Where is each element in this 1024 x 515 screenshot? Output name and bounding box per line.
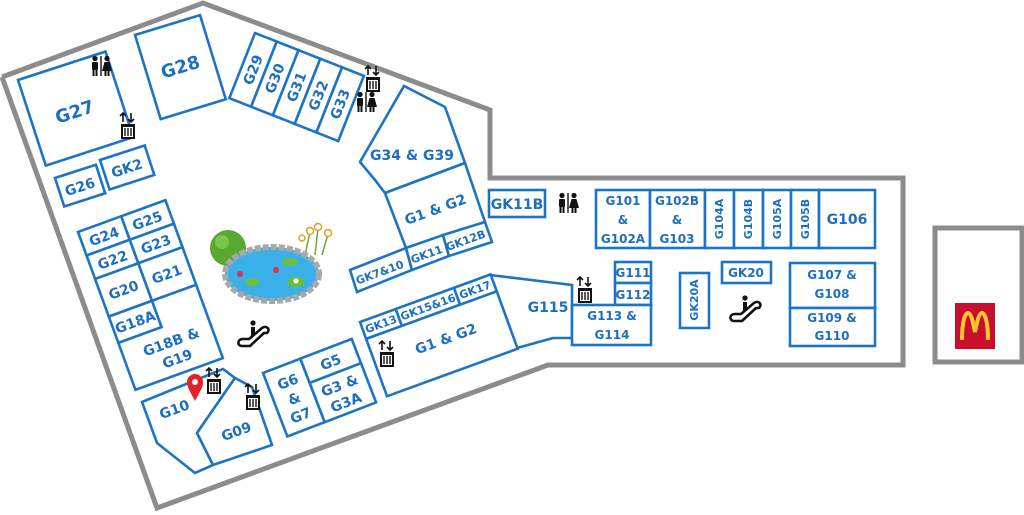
svg-text:G102A: G102A — [601, 232, 646, 246]
svg-text:G110: G110 — [815, 329, 850, 343]
svg-text:&: & — [618, 213, 628, 227]
escalator-icon — [237, 319, 270, 348]
shop-G21[interactable]: G21 — [136, 245, 198, 303]
shop-G28[interactable]: G28 — [133, 13, 228, 121]
shop-G27[interactable]: G27 — [16, 49, 135, 168]
mcdonalds-logo[interactable] — [955, 303, 995, 349]
shop-G102B-G103[interactable]: G102B & G103 — [648, 188, 707, 250]
svg-text:G105B: G105B — [799, 199, 812, 239]
restroom-icon — [357, 91, 377, 112]
shop-G29[interactable]: G29 — [227, 31, 279, 109]
shop-GK11B[interactable]: GK11B — [487, 188, 547, 219]
mcdonalds-outlet-wall — [932, 225, 1024, 365]
restroom-icon — [559, 192, 579, 213]
mall-outer-wall — [0, 0, 906, 512]
svg-text:G5: G5 — [318, 352, 344, 375]
svg-text:G7: G7 — [288, 405, 314, 428]
shop-G10[interactable]: G10 — [140, 367, 237, 475]
shop-GK12B[interactable]: GK12B — [441, 220, 494, 258]
shop-G101-G102A[interactable]: G101 & G102A — [594, 188, 652, 250]
svg-text:GK20: GK20 — [728, 266, 764, 280]
shop-GK7-10[interactable]: GK7&10 — [348, 246, 414, 294]
shop-G34-G39[interactable]: G34 & G39 — [358, 84, 467, 195]
shop-block-south: G6 & G7 G5 G3 & G3A — [261, 337, 378, 439]
svg-text:G115: G115 — [528, 300, 569, 316]
shop-block-southeast: GK13 GK15&16 GK17 G1 & G2 — [358, 272, 520, 398]
shop-G107-G108[interactable]: G107 & G108 — [788, 261, 877, 310]
svg-text:G109 &: G109 & — [807, 311, 857, 325]
flowers-icon — [298, 222, 333, 256]
svg-text:G114: G114 — [595, 328, 630, 342]
shop-strip-G29-G33: G29 G30 G31 G32 G33 — [227, 31, 366, 143]
svg-text:G103: G103 — [660, 232, 695, 246]
shop-G1-G2-north[interactable]: G1 & G2 — [383, 161, 487, 250]
shop-G3-G3A[interactable]: G3 & G3A — [307, 361, 378, 424]
shop-GK20[interactable]: GK20 — [720, 260, 773, 285]
svg-text:G113 &: G113 & — [587, 309, 637, 323]
svg-text:&: & — [672, 213, 682, 227]
shop-G109-G110[interactable]: G109 & G110 — [788, 306, 877, 348]
location-pin-icon — [187, 374, 203, 401]
shop-G113-G114[interactable]: G113 & G114 — [570, 303, 653, 347]
svg-text:G107 &: G107 & — [807, 268, 857, 282]
pond-garden — [210, 222, 333, 304]
shop-GK2[interactable]: GK2 — [98, 143, 156, 192]
shop-G112[interactable]: G112 — [613, 281, 653, 307]
svg-text:G112: G112 — [616, 288, 651, 302]
svg-text:G104B: G104B — [742, 199, 755, 239]
svg-text:&: & — [286, 390, 303, 409]
shop-G105B[interactable]: G105B — [789, 188, 821, 250]
shop-G105A[interactable]: G105A — [761, 188, 793, 250]
shop-G104B[interactable]: G104B — [732, 188, 765, 250]
shop-G31[interactable]: G31 — [271, 48, 323, 126]
shop-G26[interactable]: G26 — [53, 163, 107, 209]
shop-G6-G7[interactable]: G6 & G7 — [261, 356, 327, 439]
svg-text:G108: G108 — [815, 287, 850, 301]
shop-G104A[interactable]: G104A — [703, 188, 736, 250]
escalator-icon — [729, 294, 762, 323]
elevator-icon — [576, 276, 593, 304]
svg-text:G6: G6 — [275, 371, 301, 394]
svg-text:G111: G111 — [616, 266, 651, 280]
shop-G106[interactable]: G106 — [817, 188, 877, 250]
shop-G33[interactable]: G33 — [314, 65, 366, 143]
svg-text:GK11B: GK11B — [491, 197, 544, 213]
svg-text:G101: G101 — [606, 194, 641, 208]
svg-text:G104A: G104A — [713, 198, 726, 239]
shop-block-west: G24 G25 G22 G23 G20 G21 G18A G18B & G19 — [76, 198, 225, 392]
shop-GK20A[interactable]: GK20A — [678, 271, 711, 330]
shop-G18B-G19[interactable]: G18B & G19 — [109, 283, 225, 392]
svg-text:G105A: G105A — [771, 198, 784, 239]
shop-G1-G2-south[interactable]: G1 & G2 — [364, 289, 520, 398]
shop-G111[interactable]: G111 — [613, 260, 653, 285]
svg-text:GK20A: GK20A — [688, 279, 701, 321]
svg-text:G106: G106 — [827, 212, 868, 228]
svg-text:G102B: G102B — [655, 194, 699, 208]
svg-text:G34 & G39: G34 & G39 — [370, 148, 454, 164]
